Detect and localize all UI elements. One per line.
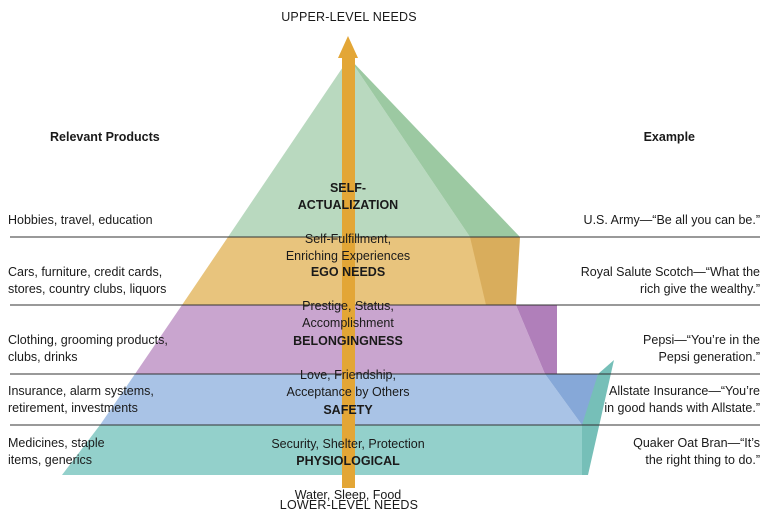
products-self-actualization: Hobbies, travel, education [8, 213, 153, 227]
level-name: EGO NEEDS [310, 265, 386, 279]
pyramid-side-ego-needs [470, 237, 520, 305]
level-self-actualization: SELF- ACTUALIZATION Self-Fulfillment, En… [248, 163, 448, 282]
pyramid-side-belongingness [516, 305, 557, 374]
pyramid-band-physiological [62, 425, 582, 475]
level-belongingness: BELONGINGNESS Love, Friendship, Acceptan… [238, 316, 458, 418]
products-belongingness: Clothing, grooming products, clubs, drin… [8, 333, 168, 364]
pyramid-band-safety [100, 374, 582, 425]
level-name: BELONGINGNESS [293, 334, 403, 348]
pyramid-side-self-actualization [349, 58, 520, 237]
example-header: Example [643, 130, 695, 144]
products-ego-needs: Cars, furniture, credit cards, stores, c… [8, 265, 167, 296]
level-name: PHYSIOLOGICAL [296, 454, 400, 468]
example-belongingness: Pepsi—“You’re in the Pepsi generation.” [643, 333, 760, 364]
arrow-shaft [342, 56, 355, 488]
level-description: Love, Friendship, Acceptance by Others [286, 368, 410, 399]
level-description: Prestige, Status, Accomplishment [302, 299, 394, 330]
example-self-actualization: U.S. Army—“Be all you can be.” [583, 213, 760, 227]
level-description: Water, Sleep, Food [294, 488, 402, 502]
level-description: Self-Fulfillment, Enriching Experiences [285, 232, 411, 263]
pyramid-band-belongingness [135, 305, 545, 374]
lower-level-needs-label: LOWER-LEVEL NEEDS [279, 498, 419, 512]
example-physiological: Quaker Oat Bran—“It’s the right thing to… [633, 436, 760, 467]
products-physiological: Medicines, staple items, generics [8, 436, 105, 467]
level-name: SAFETY [323, 403, 373, 417]
level-name: SELF- ACTUALIZATION [297, 181, 399, 212]
arrow-up-icon [338, 36, 358, 58]
pyramid-side-safety [545, 374, 598, 425]
upper-level-needs-label: UPPER-LEVEL NEEDS [281, 10, 417, 24]
example-ego-needs: Royal Salute Scotch—“What the rich give … [580, 265, 760, 296]
level-description: Security, Shelter, Protection [271, 437, 425, 451]
pyramid-side-physiological [582, 360, 614, 475]
level-physiological: PHYSIOLOGICAL Water, Sleep, Food [238, 436, 458, 521]
example-safety: Allstate Insurance—“You’re in good hands… [604, 384, 760, 415]
level-safety: SAFETY Security, Shelter, Protection [238, 385, 458, 470]
products-safety: Insurance, alarm systems, retirement, in… [8, 384, 154, 415]
relevant-products-header: Relevant Products [50, 130, 160, 144]
level-ego-needs: EGO NEEDS Prestige, Status, Accomplishme… [248, 247, 448, 349]
